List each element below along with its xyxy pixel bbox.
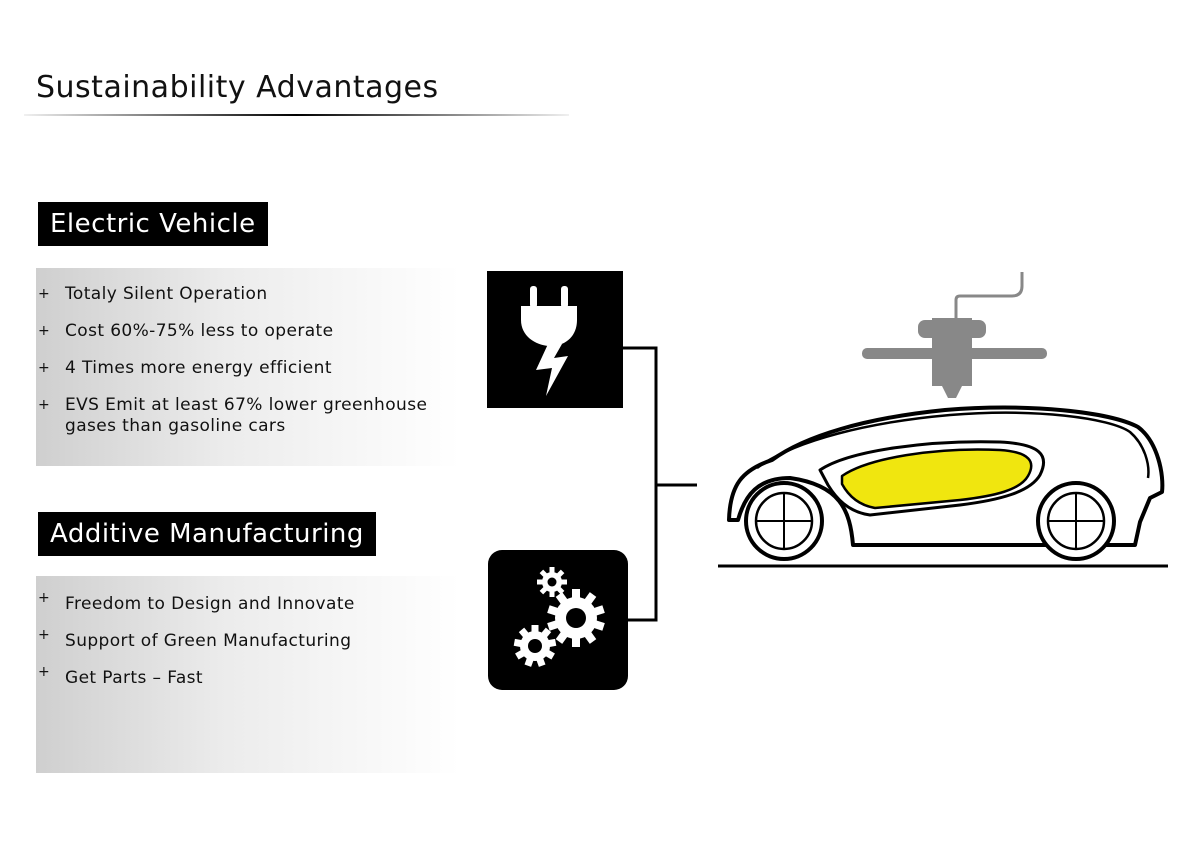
- bullet-plus-icon: +: [38, 286, 51, 302]
- section-label-electric-vehicle: Electric Vehicle: [38, 202, 268, 246]
- bullet-plus-icon: +: [38, 360, 51, 376]
- bullet-plus-icon: +: [38, 590, 51, 606]
- 3d-printer-icon: [862, 272, 1047, 398]
- title-divider: [24, 114, 569, 116]
- list-item-text: 4 Times more energy efficient: [65, 358, 332, 378]
- list-item-text: Freedom to Design and Innovate: [65, 594, 355, 614]
- list-item-text: Totaly Silent Operation: [65, 284, 268, 304]
- gears-icon: [488, 550, 628, 690]
- section-label-additive-manufacturing: Additive Manufacturing: [38, 512, 376, 556]
- electric-plug-icon: [487, 271, 623, 408]
- connector-lines: [623, 346, 697, 622]
- bullet-plus-icon: +: [38, 323, 51, 339]
- electric-vehicle-benefits-panel: + Totaly Silent Operation + Cost 60%-75%…: [36, 268, 460, 466]
- bullet-plus-icon: +: [38, 664, 51, 680]
- additive-manufacturing-benefits-panel: + Freedom to Design and Innovate + Suppo…: [36, 576, 460, 773]
- list-item-text: Support of Green Manufacturing: [65, 631, 352, 651]
- electric-car-icon: [718, 405, 1168, 568]
- list-item-text: Get Parts – Fast: [65, 668, 203, 688]
- bullet-plus-icon: +: [38, 627, 51, 643]
- list-item-text: Cost 60%-75% less to operate: [65, 321, 334, 341]
- page-title: Sustainability Advantages: [36, 70, 439, 105]
- list-item-text: EVS Emit at least 67% lower greenhouse g…: [65, 395, 428, 436]
- bullet-plus-icon: +: [38, 397, 51, 413]
